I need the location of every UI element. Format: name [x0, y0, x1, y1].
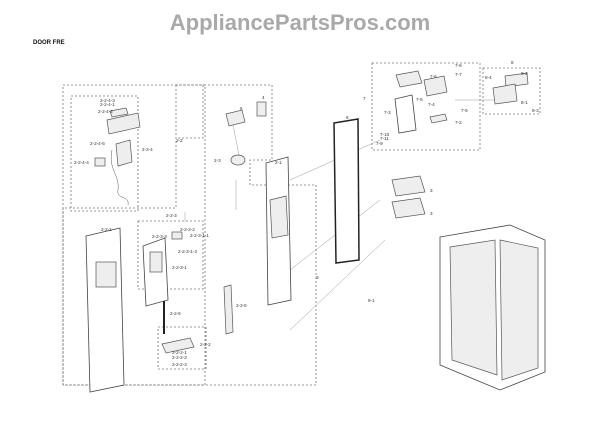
- callout: 2-2-2-1: [172, 350, 187, 355]
- group-box-2-2-3: [137, 220, 204, 290]
- callout: 7-8: [455, 63, 462, 68]
- callout: 3: [430, 188, 433, 193]
- group-box-2: [62, 84, 317, 386]
- door-liner-recess: [269, 195, 289, 239]
- part-7-6: [395, 70, 423, 88]
- callout: 2-2-4-2: [98, 109, 113, 114]
- part-7-3: [394, 94, 417, 134]
- callout: 2-2-3-1: [172, 265, 187, 270]
- callout: 6: [346, 115, 349, 120]
- callout: 7-9: [376, 141, 383, 146]
- callout: 2-2-1: [101, 227, 112, 232]
- watermark: AppliancePartsPros.com: [169, 10, 431, 35]
- callout: 7-3: [384, 110, 391, 115]
- callout: 2-2-3: [166, 213, 177, 218]
- group-box-2-2-2: [157, 326, 207, 370]
- callout: 2-2-4-5: [90, 141, 105, 146]
- callout-labels: 2-2-4-3 2-2-4-1 2-2-4-2 2-2-4-5 2-2-4 2-…: [74, 60, 539, 367]
- callout: 8: [511, 60, 514, 65]
- fridge-freezer-compartment: [449, 239, 498, 376]
- part-8-1: [492, 83, 518, 105]
- callout: 2-2-5: [236, 303, 247, 308]
- dispenser-cover: [85, 227, 125, 393]
- door-bin: [391, 197, 426, 219]
- part-7-2: [429, 113, 448, 124]
- callout: 7-10: [380, 132, 390, 137]
- callout: 7-7: [455, 72, 462, 77]
- callout: 7-5: [416, 97, 423, 102]
- callout: 2-2-3-1-3: [178, 249, 197, 254]
- section-title: DOOR FRE: [33, 40, 65, 46]
- part-2-2-4-4: [94, 157, 106, 167]
- part-7-8: [423, 75, 448, 97]
- part-2-2-3-3: [171, 231, 183, 240]
- callout: 7-2: [455, 120, 462, 125]
- callout: 2-2-3-2: [180, 227, 195, 232]
- callout: 2-2-4-1: [100, 102, 115, 107]
- callout: 7-6: [430, 74, 437, 79]
- callout: 3: [430, 211, 433, 216]
- callout: 8-2: [521, 71, 528, 76]
- door-bin: [391, 175, 426, 197]
- callout: 2-2-4: [142, 147, 153, 152]
- callout: 8-1: [521, 100, 528, 105]
- callout: 2-2-6: [170, 311, 181, 316]
- callout: 2-3: [214, 158, 221, 163]
- group-box-8: [482, 67, 541, 115]
- callout: 5: [240, 106, 243, 111]
- part-2-2-2: [161, 337, 195, 354]
- callout: 2-2-4-4: [74, 160, 89, 165]
- callout: 2-2-2-3: [172, 362, 187, 367]
- part-5: [225, 109, 246, 127]
- callout: 7: [363, 96, 366, 101]
- part-2-2-4-3: [109, 107, 129, 118]
- callout: 2-2: [176, 138, 183, 143]
- callout: 8-4: [485, 75, 492, 80]
- part-2-3: [230, 154, 246, 166]
- callout: 2-2-2: [200, 342, 211, 347]
- group-box-7: [371, 62, 481, 151]
- callout: 9-1: [368, 298, 375, 303]
- part-2-2-6: [163, 301, 165, 334]
- callout: 2-2-3-3: [152, 234, 167, 239]
- callout: 7-5: [461, 108, 468, 113]
- part-2-2-5: [223, 284, 234, 335]
- callout: 4: [262, 95, 265, 100]
- door-gasket: [333, 118, 360, 264]
- callout: 7-11: [380, 136, 389, 141]
- callout: 2-2-3-1-1: [190, 233, 209, 238]
- part-2-2-4-2: [106, 112, 141, 135]
- callout: 7-4: [428, 102, 435, 107]
- part-2-2-4: [115, 139, 133, 167]
- callout: 3: [316, 275, 319, 280]
- part-4: [256, 101, 267, 117]
- callout: 8-3: [532, 108, 539, 113]
- callout: 2-2-4-3: [100, 98, 115, 103]
- part-2-2-3-window: [149, 251, 163, 273]
- part-8-2: [504, 72, 529, 88]
- dispenser-recess: [95, 261, 117, 288]
- group-box-2-2-4: [70, 95, 139, 212]
- group-box-line: [178, 85, 204, 139]
- fridge-fresh-compartment: [499, 239, 539, 381]
- callout: 2-2-2-2: [172, 355, 187, 360]
- callout: 2-1: [275, 160, 282, 165]
